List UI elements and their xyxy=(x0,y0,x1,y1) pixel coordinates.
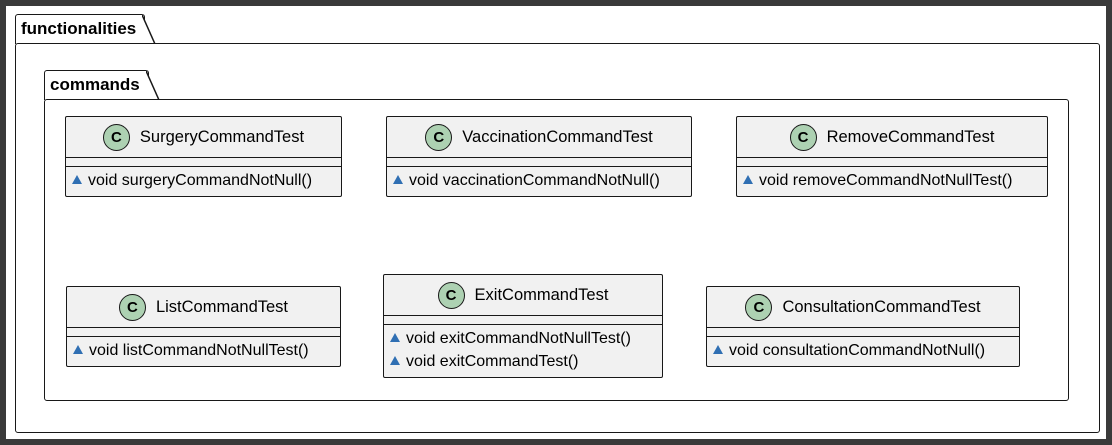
class-header: C RemoveCommandTest xyxy=(737,117,1047,157)
divider xyxy=(67,336,340,337)
package-visibility-icon xyxy=(713,345,723,354)
class-icon: C xyxy=(102,123,130,151)
method-row: void consultationCommandNotNull() xyxy=(713,339,1019,362)
method-list: void listCommandNotNullTest() xyxy=(67,337,340,366)
divider xyxy=(737,166,1047,167)
method-list: void consultationCommandNotNull() xyxy=(707,337,1019,366)
method-signature: void listCommandNotNullTest() xyxy=(89,341,309,359)
class-listcommandtest[interactable]: C ListCommandTest void listCommandNotNul… xyxy=(66,286,341,367)
method-row: void exitCommandNotNullTest() xyxy=(390,327,662,350)
divider xyxy=(387,166,691,167)
class-icon: C xyxy=(745,293,773,321)
class-name: RemoveCommandTest xyxy=(826,127,995,146)
divider xyxy=(707,327,1019,328)
class-header: C ConsultationCommandTest xyxy=(707,287,1019,327)
divider xyxy=(66,157,341,158)
class-name: VaccinationCommandTest xyxy=(462,127,653,146)
divider xyxy=(387,157,691,158)
method-signature: void exitCommandTest() xyxy=(406,352,579,370)
method-list: void vaccinationCommandNotNull() xyxy=(387,167,691,196)
method-signature: void consultationCommandNotNull() xyxy=(729,341,986,359)
divider xyxy=(707,336,1019,337)
method-signature: void exitCommandNotNullTest() xyxy=(406,329,631,347)
package-name-commands: commands xyxy=(50,75,140,94)
class-removecommandtest[interactable]: C RemoveCommandTest void removeCommandNo… xyxy=(736,116,1048,197)
package-visibility-icon xyxy=(72,175,82,184)
method-list: void exitCommandNotNullTest() void exitC… xyxy=(384,325,662,377)
divider xyxy=(384,315,662,316)
method-list: void removeCommandNotNullTest() xyxy=(737,167,1047,196)
divider xyxy=(384,324,662,325)
divider xyxy=(67,327,340,328)
package-tab-slant xyxy=(142,13,157,44)
method-list: void surgeryCommandNotNull() xyxy=(66,167,341,196)
divider xyxy=(737,157,1047,158)
method-row: void vaccinationCommandNotNull() xyxy=(393,169,691,192)
package-visibility-icon xyxy=(73,345,83,354)
class-header: C SurgeryCommandTest xyxy=(66,117,341,157)
method-row: void removeCommandNotNullTest() xyxy=(743,169,1047,192)
divider xyxy=(66,166,341,167)
method-row: void exitCommandTest() xyxy=(390,350,662,373)
class-name: ListCommandTest xyxy=(155,297,289,316)
package-tab-functionalities: functionalities xyxy=(15,13,157,44)
class-name: SurgeryCommandTest xyxy=(139,127,305,146)
class-header: C VaccinationCommandTest xyxy=(387,117,691,157)
method-signature: void surgeryCommandNotNull() xyxy=(88,171,313,189)
package-visibility-icon xyxy=(393,175,403,184)
package-visibility-icon xyxy=(743,175,753,184)
package-visibility-icon xyxy=(390,333,400,342)
package-visibility-icon xyxy=(390,356,400,365)
class-consultationcommandtest[interactable]: C ConsultationCommandTest void consultat… xyxy=(706,286,1020,367)
class-icon: C xyxy=(437,281,465,309)
method-signature: void removeCommandNotNullTest() xyxy=(759,171,1013,189)
diagram-canvas: functionalities commands C SurgeryComman… xyxy=(6,6,1106,439)
class-header: C ExitCommandTest xyxy=(384,275,662,315)
class-header: C ListCommandTest xyxy=(67,287,340,327)
class-vaccinationcommandtest[interactable]: C VaccinationCommandTest void vaccinatio… xyxy=(386,116,692,197)
method-row: void surgeryCommandNotNull() xyxy=(72,169,341,192)
class-surgerycommandtest[interactable]: C SurgeryCommandTest void surgeryCommand… xyxy=(65,116,342,197)
class-icon: C xyxy=(789,123,817,151)
class-icon: C xyxy=(118,293,146,321)
class-name: ConsultationCommandTest xyxy=(782,297,981,316)
package-tab-commands: commands xyxy=(44,69,160,100)
class-exitcommandtest[interactable]: C ExitCommandTest void exitCommandNotNul… xyxy=(383,274,663,378)
class-icon: C xyxy=(425,123,453,151)
package-tab-slant xyxy=(145,69,160,100)
method-row: void listCommandNotNullTest() xyxy=(73,339,340,362)
package-name-functionalities: functionalities xyxy=(21,19,137,38)
class-name: ExitCommandTest xyxy=(474,285,609,304)
method-signature: void vaccinationCommandNotNull() xyxy=(409,171,660,189)
